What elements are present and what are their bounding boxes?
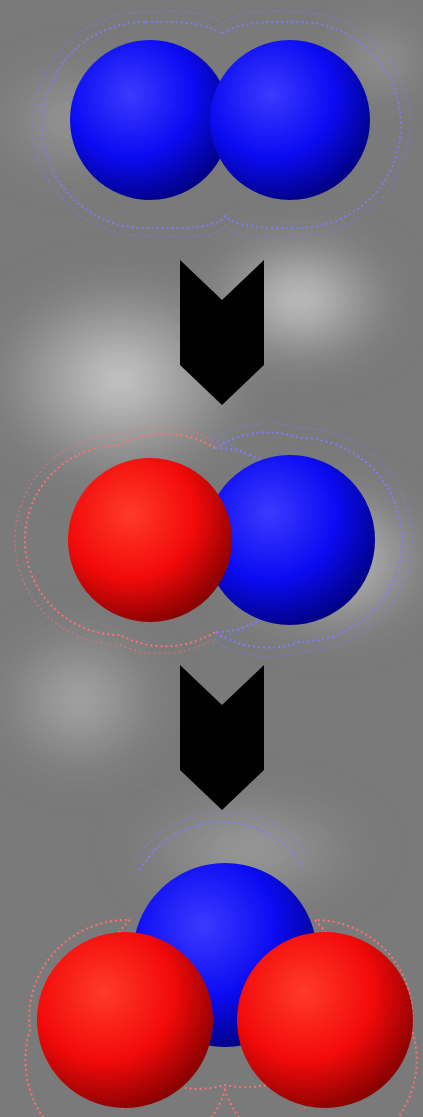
oxygen-atom	[68, 458, 232, 622]
nitrogen-atom	[70, 40, 230, 200]
oxygen-atom	[37, 932, 213, 1108]
oxygen-atom	[237, 932, 413, 1108]
nitrogen-atom	[210, 40, 370, 200]
